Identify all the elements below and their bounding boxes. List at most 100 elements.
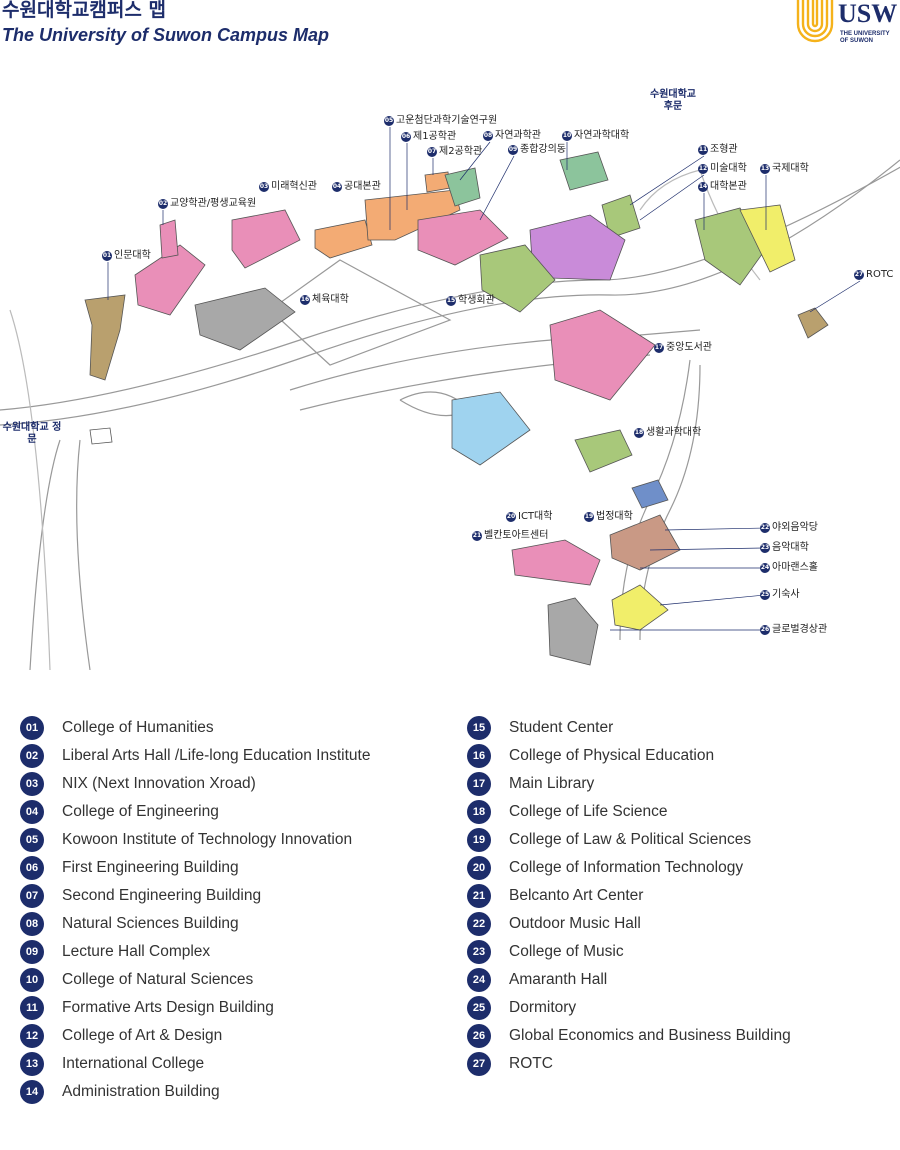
number-badge: 10 <box>20 968 44 992</box>
legend-item-label: Dormitory <box>509 999 577 1016</box>
map-label-text: 조형관 <box>710 144 738 155</box>
legend-item-label: College of Life Science <box>509 803 668 820</box>
number-badge: 27 <box>467 1052 491 1076</box>
usw-logo: USW THE UNIVERSITY OF SUWON <box>796 0 900 46</box>
number-badge: 12 <box>698 164 708 174</box>
building-17 <box>549 309 656 401</box>
legend-item-label: Liberal Arts Hall /Life-long Education I… <box>62 747 371 764</box>
map-label-text: 미래혁신관 <box>271 181 317 192</box>
building-15 <box>479 244 556 313</box>
legend-item-label: College of Humanities <box>62 719 214 736</box>
map-label-text: 생활과학대학 <box>646 427 702 438</box>
number-badge: 16 <box>300 295 310 305</box>
legend-item-label: College of Engineering <box>62 803 219 820</box>
logo-subtitle: THE UNIVERSITY OF SUWON <box>840 31 890 44</box>
legend-item-label: College of Music <box>509 943 624 960</box>
legend-item-label: Formative Arts Design Building <box>62 999 274 1016</box>
number-badge: 15 <box>467 716 491 740</box>
map-label-text: 글로벌경상관 <box>772 624 828 635</box>
buildings <box>84 151 829 666</box>
number-badge: 21 <box>472 531 482 541</box>
legend-item-label: Student Center <box>509 719 614 736</box>
legend-item-label: ROTC <box>509 1055 553 1072</box>
legend-item-label: Belcanto Art Center <box>509 887 644 904</box>
number-badge: 11 <box>698 145 708 155</box>
number-badge: 26 <box>467 1024 491 1048</box>
building-09 <box>417 209 509 266</box>
number-badge: 01 <box>20 716 44 740</box>
number-badge: 17 <box>467 772 491 796</box>
legend-item-label: College of Natural Sciences <box>62 971 254 988</box>
legend-item: 10 College of Natural Sciences <box>20 966 370 994</box>
page-title-ko: 수원대학교캠퍼스 맵 <box>2 0 166 21</box>
number-badge: 14 <box>698 182 708 192</box>
legend-item-label: Lecture Hall Complex <box>62 943 211 960</box>
campus-map[interactable] <box>0 80 900 670</box>
legend-item-label: Outdoor Music Hall <box>509 915 641 932</box>
legend-item: 27 ROTC <box>467 1050 791 1078</box>
map-label-text: 기숙사 <box>772 589 800 600</box>
number-badge: 25 <box>467 996 491 1020</box>
number-badge: 19 <box>584 512 594 522</box>
legend-item-label: International College <box>62 1055 205 1072</box>
map-label-text: 대학본관 <box>710 181 747 192</box>
building-02 <box>159 219 179 259</box>
map-label-text: 아마랜스홀 <box>772 562 818 573</box>
number-badge: 05 <box>384 116 394 126</box>
building-gate <box>89 427 113 445</box>
map-label-text: ROTC <box>866 269 894 280</box>
number-badge: 27 <box>854 270 864 280</box>
number-badge: 20 <box>467 856 491 880</box>
building-03 <box>231 209 301 269</box>
building-10 <box>559 151 609 191</box>
building-16 <box>194 287 296 351</box>
number-badge: 08 <box>20 912 44 936</box>
number-badge: 01 <box>102 251 112 261</box>
number-badge: 16 <box>467 744 491 768</box>
number-badge: 11 <box>20 996 44 1020</box>
number-badge: 03 <box>259 182 269 192</box>
building-14 <box>694 207 766 286</box>
number-badge: 13 <box>760 164 770 174</box>
number-badge: 02 <box>20 744 44 768</box>
map-label-text: 체육대학 <box>312 294 349 305</box>
number-badge: 23 <box>467 940 491 964</box>
